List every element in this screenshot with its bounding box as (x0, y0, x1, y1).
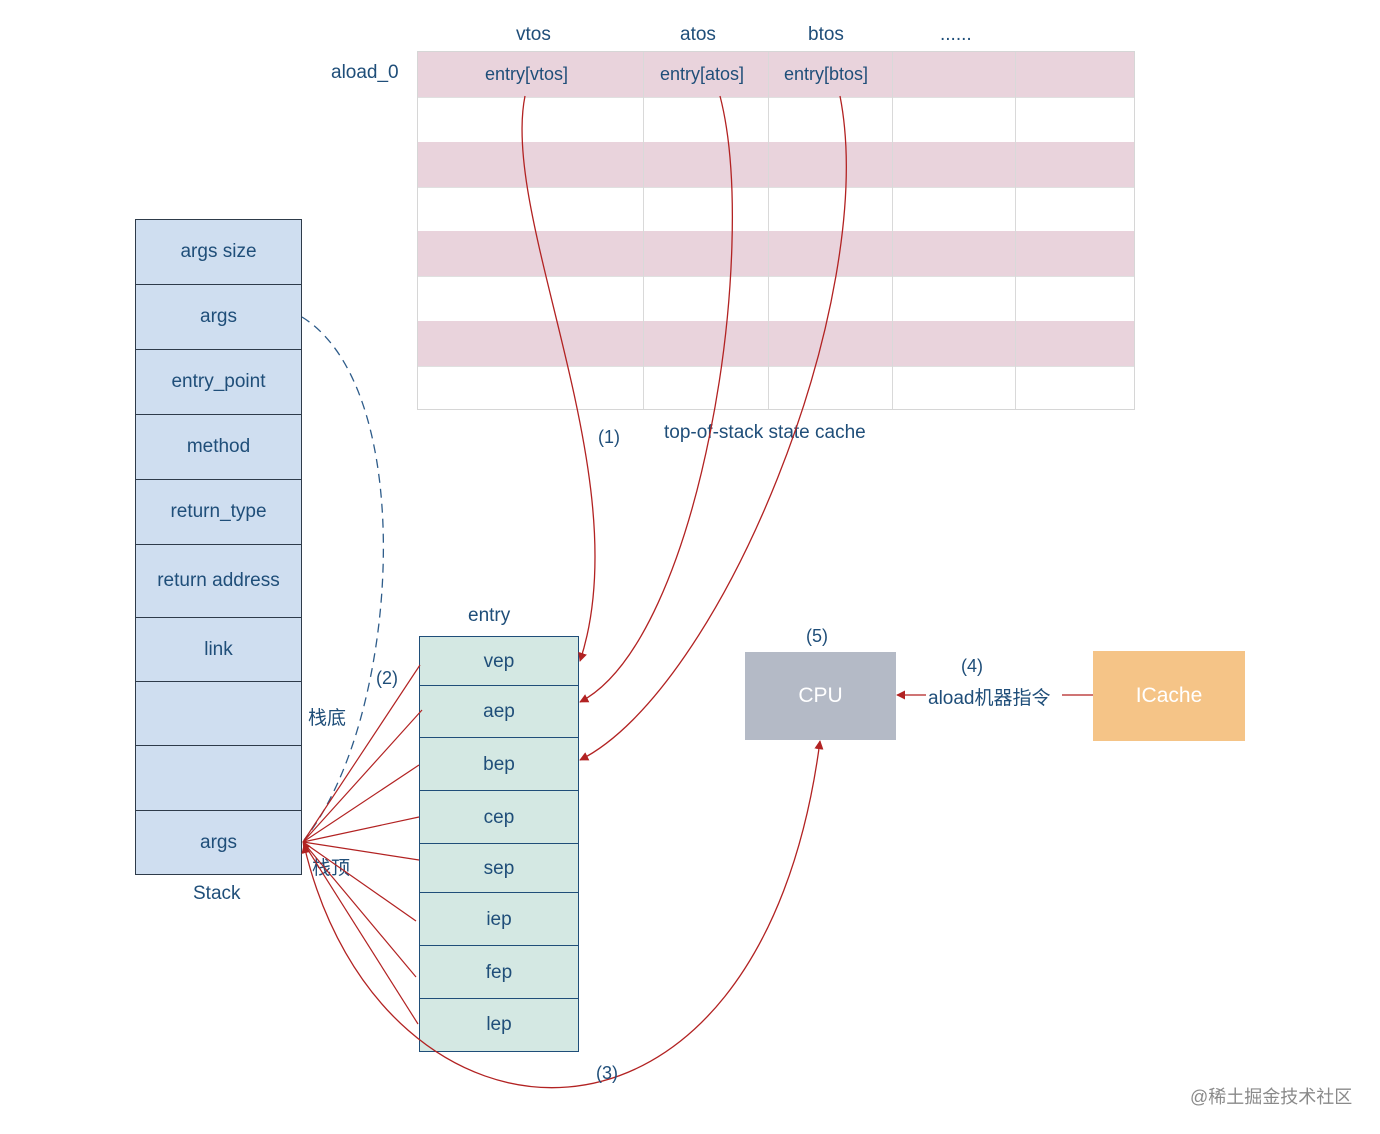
cache-row-label: aload_0 (331, 62, 399, 83)
arrow-fep-to-top (302, 841, 417, 978)
stack-cell-empty (135, 745, 302, 811)
stack-cell-return-type: return_type (135, 479, 302, 545)
icache-label: ICache (1135, 684, 1203, 707)
stack-cell-link: link (135, 617, 302, 682)
stack-cell-label: method (186, 436, 251, 457)
entry-cell-label: iep (486, 908, 512, 930)
entry-cell-label: sep (483, 857, 515, 879)
step-3-label: (3) (596, 1063, 618, 1083)
cache-col-more: ...... (940, 24, 972, 45)
arrow-top-to-cpu (301, 740, 824, 1089)
arrow-aep-to-top (302, 709, 423, 843)
cache-row-divider (418, 187, 1134, 188)
step-1-label: (1) (598, 427, 620, 447)
stack-cell-label: args (200, 831, 237, 853)
cpu-step-label: (5) (806, 626, 828, 646)
icache-box: ICache (1093, 651, 1245, 741)
cache-row (418, 142, 1134, 187)
entry-cell-fep: fep (419, 945, 579, 1000)
step-2-label: (2) (376, 668, 398, 689)
cache-row-divider (418, 366, 1134, 367)
stack-cell-label: args size (180, 241, 257, 262)
stack-cell-method: method (135, 414, 302, 480)
dashed-args-to-top (301, 316, 385, 841)
arrow-iep-to-top (302, 841, 417, 922)
entry-title: entry (468, 605, 511, 626)
cache-entry-atos: entry[atos] (660, 64, 745, 84)
tos-cache-table (417, 51, 1135, 410)
stack-cell-args-top: args (135, 810, 302, 875)
stack-cell-args-size: args size (135, 219, 302, 285)
cache-col-divider (892, 52, 893, 409)
stack-cell-label: entry_point (171, 371, 266, 392)
cache-entry-vtos: entry[vtos] (485, 64, 569, 84)
entry-cell-label: lep (486, 1014, 512, 1035)
stack-bottom-label: 栈底 (308, 708, 347, 729)
entry-cell-label: vep (483, 650, 515, 672)
cache-entry-btos: entry[btos] (784, 64, 869, 84)
entry-cell-iep: iep (419, 892, 579, 947)
step-4-label: (4) (961, 656, 983, 676)
cache-col-btos: btos (808, 24, 844, 45)
entry-cell-label: aep (483, 701, 515, 722)
cpu-box: CPU (745, 652, 896, 740)
cache-col-divider (1015, 52, 1016, 409)
arrow-lep-to-top (302, 841, 419, 1025)
arrow-sep-to-top (302, 841, 420, 861)
stack-cell-label: return address (157, 570, 280, 591)
cache-row-divider (418, 97, 1134, 98)
cache-col-vtos: vtos (516, 24, 551, 45)
arrow-atos-to-aep (579, 95, 733, 703)
arrow-btos-to-bep (579, 95, 847, 761)
arrow-bep-to-top (302, 764, 420, 843)
cache-col-divider (768, 52, 769, 409)
step-4-text: aload机器指令 (927, 683, 1052, 710)
arrow-vtos-to-vep (521, 95, 596, 662)
cpu-label: CPU (798, 684, 843, 707)
cache-row (418, 321, 1134, 366)
cache-caption: top-of-stack state cache (664, 422, 866, 443)
cache-row-divider (418, 276, 1134, 277)
watermark: @稀土掘金技术社区 (1190, 1087, 1353, 1107)
cache-col-divider (643, 52, 644, 409)
arrow-vep-to-top (302, 664, 421, 843)
entry-cell-label: fep (485, 961, 513, 983)
arrow-cep-to-top (302, 816, 420, 843)
stack-cell-label: return_type (170, 501, 267, 522)
cache-row (418, 52, 1134, 97)
stack-cell-label: args (200, 306, 237, 327)
stack-cell-label: link (204, 638, 233, 660)
stack-caption: Stack (193, 883, 241, 904)
entry-cell-lep: lep (419, 998, 579, 1052)
cache-col-atos: atos (680, 24, 716, 45)
